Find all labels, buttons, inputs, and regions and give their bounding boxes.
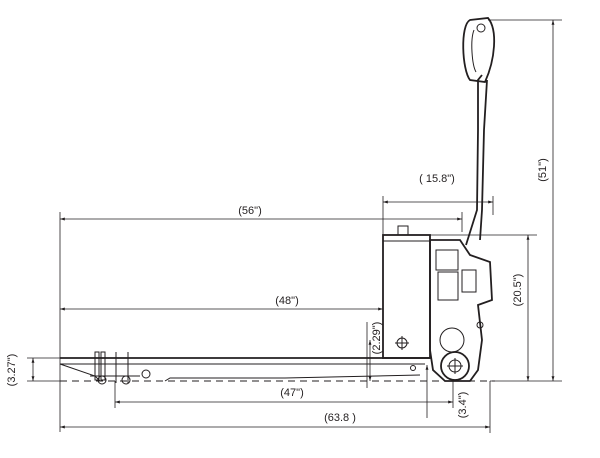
dim-lowered-height: (2.29") [366, 322, 383, 388]
label-lifted-height: (3.27") [6, 354, 18, 387]
fork [59, 351, 430, 385]
dim-fork-length-overall: (56") [59, 205, 463, 432]
label-overall-height: (51") [537, 158, 549, 181]
dim-fork-length: (48") [60, 295, 383, 311]
dim-overall-height: (51") [488, 19, 562, 382]
label-fork-length: (48") [275, 295, 298, 307]
dim-wheelbase: (47") [114, 381, 454, 408]
label-overall-length: (63.8 ) [324, 412, 356, 424]
label-fork-length-overall: (56") [238, 205, 261, 217]
dim-body-height: (20.5") [430, 234, 537, 381]
drive-unit [429, 239, 493, 382]
tiller-handle [462, 17, 496, 246]
label-body-height: (20.5") [512, 274, 524, 307]
truck-body [382, 225, 431, 359]
dim-drive-wheel-offset: (3.4") [425, 365, 469, 419]
label-wheelbase: (47") [280, 387, 303, 399]
label-lowered-height: (2.29") [371, 322, 383, 355]
label-drive-wheel-offset: (3.4") [457, 392, 469, 419]
dim-overall-length: (63.8 ) [60, 381, 491, 433]
dim-lifted-height: (3.27") [6, 354, 62, 387]
label-handle-offset: ( 15.8") [419, 173, 455, 185]
dim-handle-offset: ( 15.8") [382, 173, 494, 235]
